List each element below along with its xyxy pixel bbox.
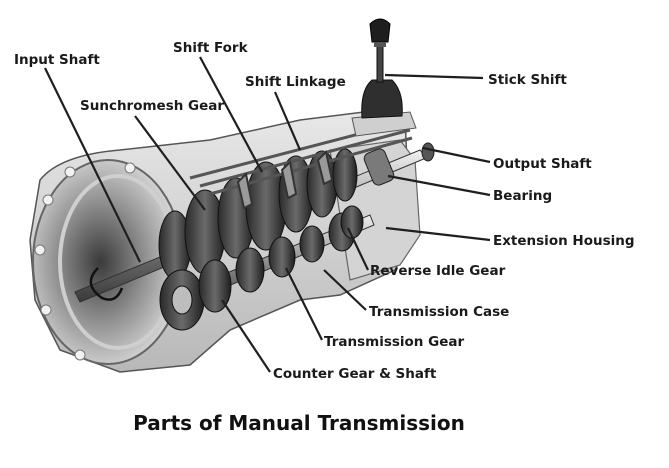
leader-bearing [387, 174, 491, 197]
label-counter-gear-shaft: Counter Gear & Shaft [273, 366, 437, 382]
leader-transmission-case [323, 269, 367, 311]
leader-reverse-idle-gear [347, 227, 369, 271]
input-shaft-clip [89, 267, 124, 301]
label-shift-fork: Shift Fork [173, 40, 249, 56]
label-transmission-gear: Transmission Gear [324, 334, 464, 350]
diagram-caption: Parts of Manual Transmission [133, 411, 465, 435]
leader-lines [44, 56, 491, 373]
label-input-shaft: Input Shaft [14, 52, 100, 68]
main-gear-stack [158, 148, 358, 280]
leader-sunchromesh-gear [134, 115, 206, 211]
label-bearing: Bearing [493, 188, 552, 204]
leader-input-shaft [44, 67, 141, 263]
bell-flange-bolts [34, 162, 136, 361]
label-extension-housing: Extension Housing [493, 233, 635, 249]
leader-transmission-gear [285, 267, 323, 341]
label-sunchromesh-gear: Sunchromesh Gear [80, 98, 224, 114]
stick-knob [369, 18, 391, 43]
leader-extension-housing [385, 226, 491, 242]
label-stick-shift: Stick Shift [488, 72, 567, 88]
leader-output-shaft [422, 146, 491, 164]
bearing-shape [363, 148, 395, 186]
label-reverse-idle-gear: Reverse Idle Gear [370, 263, 506, 279]
reverse-idle-gear [340, 205, 364, 239]
label-shift-linkage: Shift Linkage [245, 74, 346, 90]
leader-counter-gear-shaft [221, 299, 271, 373]
leader-stick-shift [384, 73, 484, 80]
label-transmission-case: Transmission Case [369, 304, 509, 320]
leader-shift-fork [199, 56, 263, 173]
counter-gear-stack [159, 212, 356, 331]
output-shaft-end [421, 142, 435, 162]
transmission-illustration [29, 18, 435, 373]
shifter-boot [361, 79, 403, 119]
part-labels: Input Shaft Shift Fork Shift Linkage Sun… [14, 40, 635, 382]
label-output-shaft: Output Shaft [493, 156, 592, 172]
shift-forks [236, 149, 334, 210]
leader-shift-linkage [273, 91, 302, 151]
